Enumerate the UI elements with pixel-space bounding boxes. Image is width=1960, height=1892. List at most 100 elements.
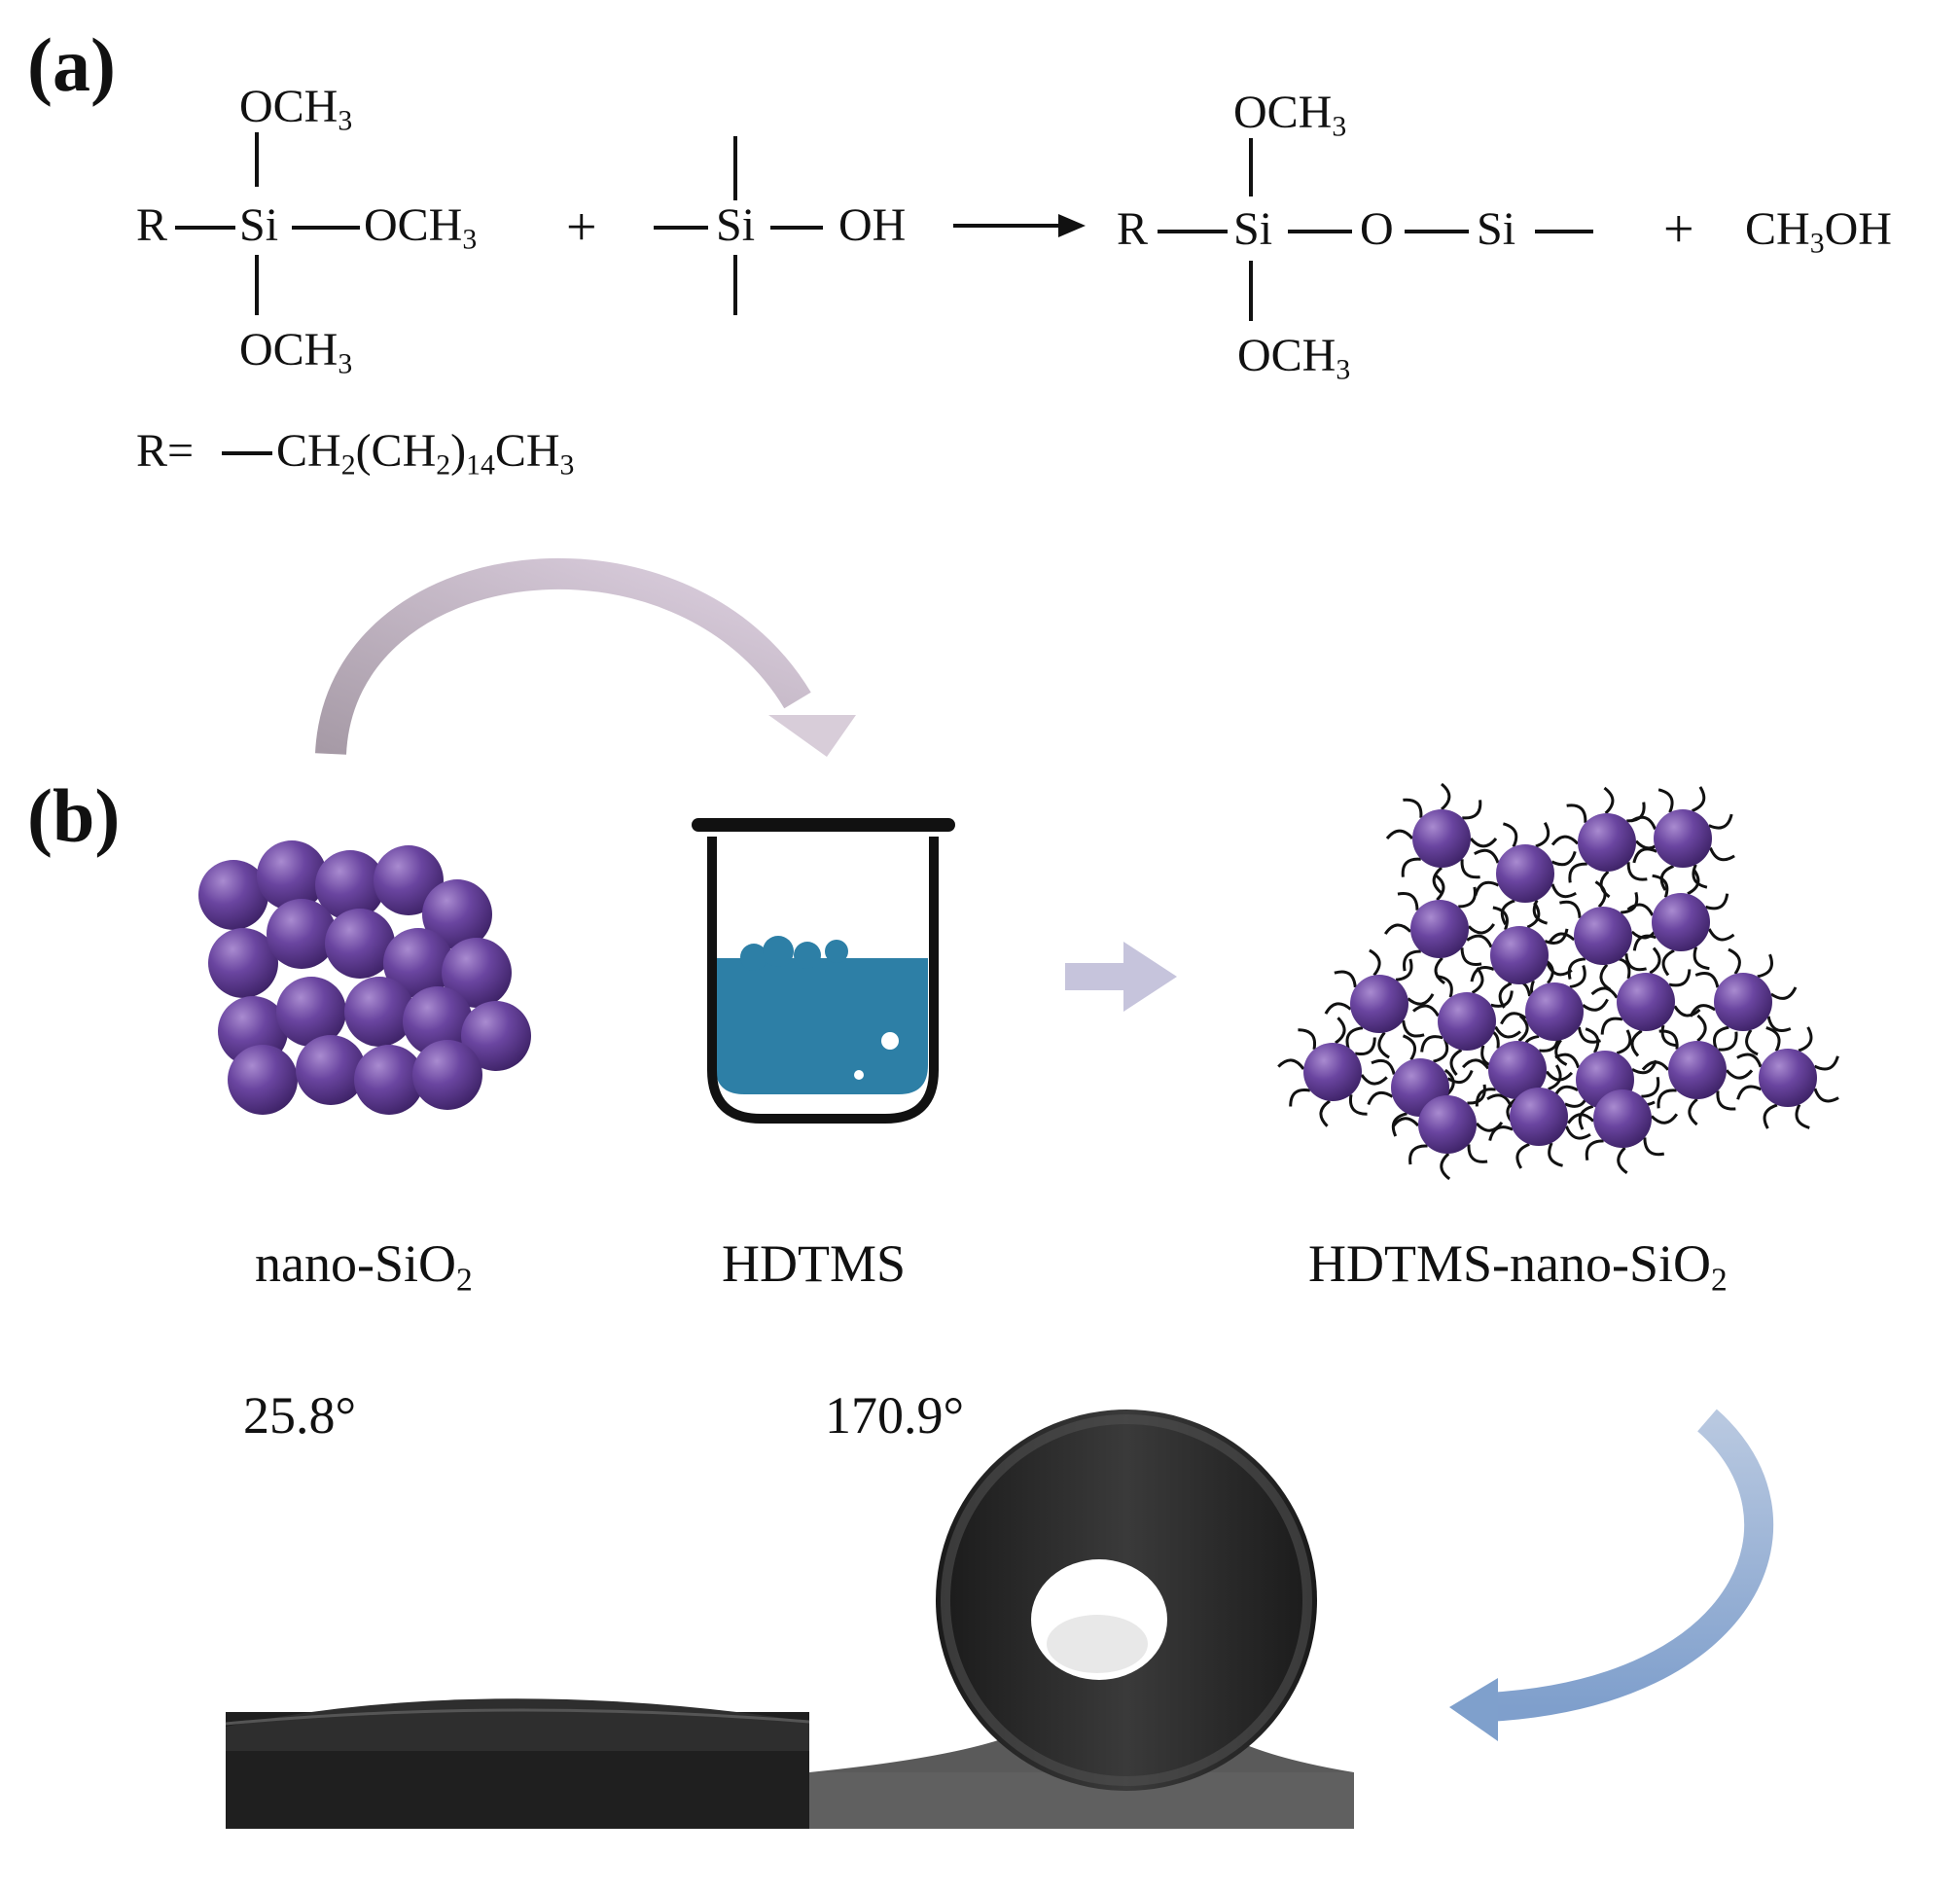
alkyl-chain — [1403, 798, 1423, 818]
alkyl-chain — [1515, 1142, 1530, 1169]
alkyl-chain — [1345, 1026, 1364, 1050]
alkyl-chain — [1624, 953, 1647, 972]
alkyl-chain — [1391, 1117, 1420, 1128]
alkyl-chain — [1696, 1014, 1707, 1043]
alkyl-chain — [1691, 786, 1706, 812]
alkyl-chain — [1391, 1112, 1408, 1137]
caption-hdtms-nano-sio2: HDTMS-nano-SiO2 — [1308, 1234, 1728, 1299]
alkyl-chain — [1517, 1014, 1529, 1043]
alkyl-chain — [1590, 986, 1619, 999]
alkyl-chain — [1397, 892, 1419, 910]
alkyl-chain — [1467, 1144, 1488, 1163]
alkyl-chain — [1550, 883, 1577, 899]
alkyl-chain — [1617, 1146, 1628, 1175]
alkyl-chain — [1569, 965, 1586, 989]
alkyl-chain — [1566, 1113, 1595, 1124]
alkyl-chain — [1458, 886, 1477, 909]
alkyl-chain — [1757, 953, 1773, 979]
reactant1-right-och3: OCH3 — [364, 199, 478, 256]
alkyl-chain — [1544, 928, 1569, 945]
alkyl-chain — [1383, 923, 1412, 935]
alkyl-chain — [1449, 1049, 1463, 1076]
alkyl-chain — [1436, 975, 1453, 998]
alkyl-chain — [1467, 1084, 1486, 1105]
alkyl-chain — [1469, 837, 1498, 848]
process-arrow — [1065, 942, 1177, 1012]
modified-particle — [1578, 813, 1636, 872]
beaker-icon — [692, 818, 955, 1124]
bond — [255, 255, 259, 315]
caption-hdtms: HDTMS — [722, 1234, 907, 1293]
plus-sign: + — [1663, 199, 1694, 260]
bond — [1288, 230, 1352, 233]
product-o: O — [1360, 203, 1394, 255]
modified-particle — [1654, 809, 1712, 868]
curved-arrow-top — [315, 557, 856, 757]
panel-label-a: (a) — [27, 22, 116, 107]
modified-particle — [1593, 1089, 1652, 1148]
alkyl-chain — [1474, 848, 1500, 864]
alkyl-chain — [1500, 1012, 1527, 1025]
modified-particle — [1438, 992, 1496, 1051]
modified-particle — [1525, 982, 1584, 1041]
bond — [1249, 261, 1253, 321]
bond — [1535, 230, 1593, 233]
alkyl-chain — [1659, 865, 1675, 891]
bond — [733, 136, 737, 200]
bond — [222, 451, 272, 455]
alkyl-chain — [1736, 1053, 1763, 1068]
alkyl-chain — [1371, 1058, 1396, 1075]
alkyl-chain — [1693, 946, 1710, 971]
alkyl-chain — [1728, 947, 1741, 975]
alkyl-chain — [1632, 934, 1657, 951]
modified-particle — [1668, 1041, 1727, 1099]
reactant1-bottom-och3: OCH3 — [239, 324, 353, 380]
alkyl-chain — [1687, 868, 1700, 896]
alkyl-chain — [1289, 1088, 1311, 1107]
alkyl-chain — [1567, 957, 1586, 980]
alkyl-chain — [1324, 1002, 1352, 1015]
alkyl-chain — [1535, 822, 1550, 848]
alkyl-chain — [1582, 998, 1609, 1012]
alkyl-chain — [1770, 986, 1798, 1000]
alkyl-chain — [1813, 1088, 1839, 1103]
alkyl-chain — [1559, 900, 1582, 918]
alkyl-chain — [1716, 1090, 1736, 1111]
contact-angle-image-left — [225, 1698, 810, 1829]
alkyl-chain — [1658, 1029, 1679, 1050]
modified-particle — [1510, 1088, 1568, 1146]
alkyl-chain — [1434, 873, 1445, 902]
alkyl-chain — [1652, 874, 1669, 898]
alkyl-chain — [1657, 1089, 1677, 1109]
alkyl-chain — [1594, 880, 1607, 909]
modified-particle — [1412, 809, 1471, 868]
alkyl-chain — [1460, 859, 1480, 879]
alkyl-chain — [1641, 1076, 1660, 1098]
alkyl-chain — [1475, 1121, 1504, 1132]
alkyl-chain — [1705, 893, 1729, 910]
alkyl-chain — [1688, 1097, 1698, 1126]
product-r: R — [1117, 203, 1149, 255]
alkyl-chain — [1377, 1031, 1390, 1059]
modified-particle — [1652, 893, 1710, 951]
nano-sio2-cluster-icon — [198, 840, 531, 1115]
alkyl-chain — [1813, 1055, 1839, 1071]
alkyl-chain — [1692, 864, 1708, 889]
curved-arrow-right — [1449, 1409, 1774, 1741]
alkyl-chain — [1600, 1017, 1623, 1035]
alkyl-chain — [1554, 1039, 1568, 1066]
bond — [733, 255, 737, 315]
bond — [292, 226, 360, 230]
alkyl-chain — [1474, 880, 1500, 897]
modified-particle — [1488, 1041, 1547, 1099]
alkyl-chain — [1434, 956, 1445, 985]
product-top-och3: OCH3 — [1233, 87, 1347, 143]
alkyl-chain — [1798, 1026, 1813, 1053]
alkyl-chain — [1795, 1103, 1810, 1129]
alkyl-chain — [1689, 1004, 1716, 1017]
modified-particle — [1490, 926, 1549, 984]
alkyl-chain — [1433, 1038, 1449, 1063]
contact-angle-image-right — [809, 1410, 1354, 1829]
alkyl-chain — [1661, 948, 1675, 977]
alkyl-chain — [1585, 1139, 1604, 1161]
